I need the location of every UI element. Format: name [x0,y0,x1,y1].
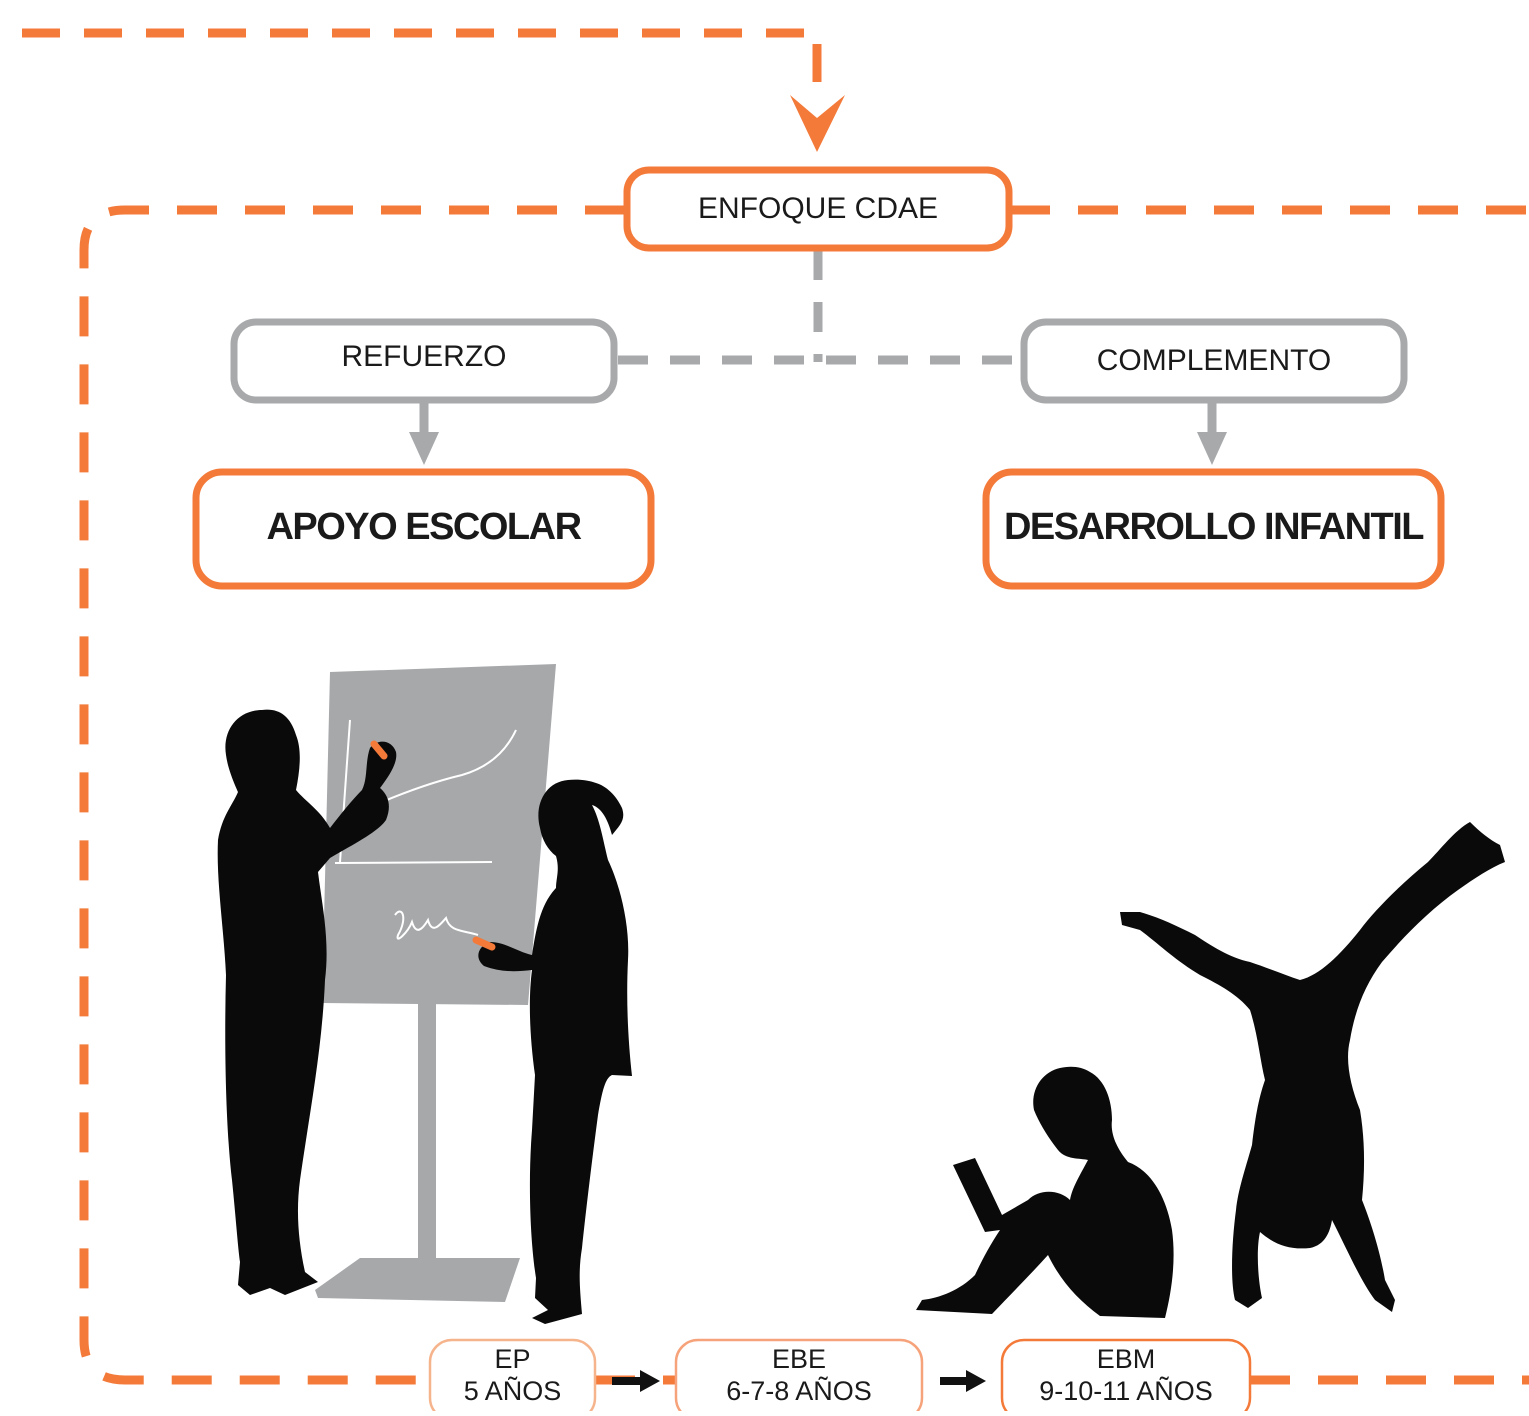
enfoque-label: ENFOQUE CDAE [697,192,939,225]
flipchart-easel [315,664,556,1302]
stage-ebm-box [1000,1338,1252,1416]
enfoque-box [623,166,1013,252]
refuerzo-label: REFUERZO [341,340,507,373]
apoyo-box [192,468,655,590]
stage-ebm-code: EBM [1096,1344,1156,1374]
stage-ep-box [428,1338,597,1416]
refuerzo-box [230,318,618,404]
cartwheel-child-silhouette [1120,822,1505,1312]
apoyo-label: APOYO ESCOLAR [266,505,582,548]
desarrollo-label: DESARROLLO INFANTIL [1003,505,1425,548]
reading-boy-silhouette [916,1066,1174,1318]
complemento-label: COMPLEMENTO [1096,344,1332,377]
stage-ebe-code: EBE [771,1344,827,1374]
incoming-arrow [22,28,845,152]
approach-container [79,205,1529,1385]
stage-ebm: EBM 9-10-11 AÑOS [1002,1343,1250,1407]
grey-connectors [409,250,1227,465]
stage-ep-age: 5 AÑOS [463,1376,562,1406]
complemento-box [1020,318,1408,404]
stage-ebm-age: 9-10-11 AÑOS [1039,1376,1213,1406]
teacher-silhouette [217,709,397,1295]
stage-ebe: EBE 6-7-8 AÑOS [676,1343,922,1407]
student-girl-silhouette [472,779,632,1324]
stage-ebe-age: 6-7-8 AÑOS [726,1376,872,1406]
stage-ep: EP 5 AÑOS [430,1343,595,1407]
stage-ebe-box [674,1338,924,1416]
desarrollo-box [982,468,1445,590]
stage-arrows [612,1370,986,1392]
stage-ep-code: EP [494,1344,531,1374]
